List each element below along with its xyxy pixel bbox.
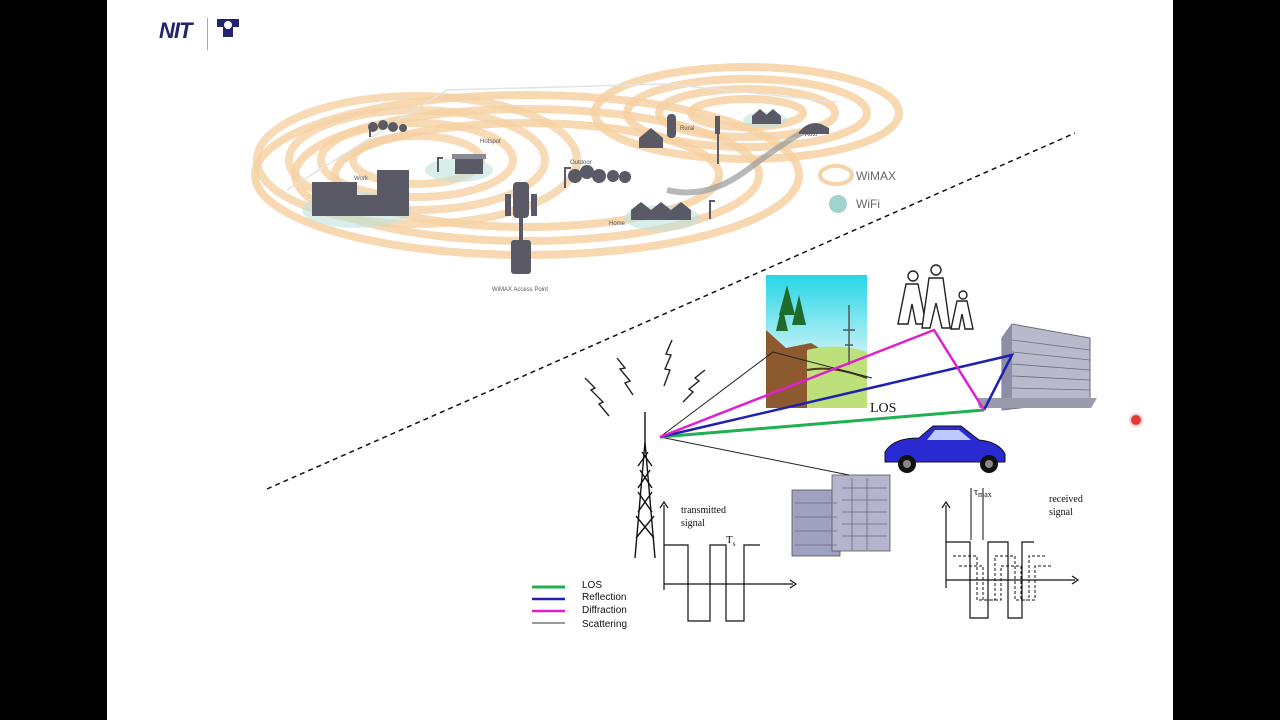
legend-wimax-label: WiMAX — [856, 169, 896, 183]
transmitter-tower-icon — [634, 412, 656, 559]
label-auto: Auto — [805, 132, 818, 138]
transmitted-label-line1: transmitted — [681, 505, 726, 516]
label-home: Home — [609, 221, 626, 227]
label-hotspot: Hotspot — [480, 139, 501, 145]
legend-wimax-swatch — [818, 164, 854, 186]
transmitted-label-line2: signal — [681, 518, 705, 529]
slide: NIT — [107, 0, 1173, 720]
legend-diffraction-label: Diffraction — [582, 605, 627, 616]
received-label-line2: signal — [1049, 507, 1073, 518]
label-outdoor: Outdoor — [570, 160, 592, 166]
legend-wifi-label: WiFi — [856, 197, 880, 211]
wimax-wifi-legend: WiMAX WiFi — [818, 164, 896, 213]
logo-text: NIT — [159, 18, 192, 43]
rural-houses-icon — [752, 109, 781, 124]
office-buildings-icon — [312, 170, 409, 216]
symbol-period-label: Ts — [726, 534, 736, 548]
terrain-line — [286, 83, 838, 191]
laser-pointer-dot — [1131, 415, 1141, 425]
dashed-divider — [266, 132, 1076, 490]
transmitted-signal-plot: transmitted signal Ts — [659, 500, 798, 622]
slide-diagram: Work Hotspot Outdoor Rural Auto Home WiM… — [251, 63, 1097, 630]
scattering-paths — [659, 351, 873, 476]
multipath-propagation: LOS transmitted signal Ts — [532, 264, 1097, 630]
car-icon — [884, 425, 1006, 473]
diffraction-path — [659, 328, 986, 439]
path-legend: LOS Reflection Diffraction Scattering — [532, 580, 627, 630]
label-work: Work — [354, 176, 369, 182]
legend-reflection-label: Reflection — [582, 592, 626, 603]
wimax-base-station-icon — [505, 116, 720, 274]
wimax-coverage-map: Work Hotspot Outdoor Rural Auto Home WiM… — [251, 63, 903, 293]
delay-spread-label: τmax — [974, 487, 992, 499]
office-blocks-icon — [791, 474, 891, 557]
building-icon — [977, 323, 1097, 411]
emblem-icon — [217, 19, 239, 37]
farm-icon — [639, 114, 676, 148]
label-rural: Rural — [680, 126, 694, 132]
forest-scene-icon — [766, 275, 868, 408]
radio-waves-icon — [584, 339, 706, 417]
received-label-line1: received — [1049, 494, 1083, 505]
logo-divider — [207, 18, 208, 50]
legend-scattering-label: Scattering — [582, 619, 627, 630]
received-signal-plot: τmax received signal — [941, 487, 1083, 619]
los-label: LOS — [870, 401, 896, 416]
label-access-point: WiMAX Access Point — [492, 287, 548, 293]
road-curve — [666, 127, 809, 196]
shop-icon — [452, 154, 486, 174]
area-labels: Work Hotspot Outdoor Rural Auto Home WiM… — [354, 126, 818, 293]
reflection-path — [659, 353, 1015, 439]
los-path — [659, 408, 985, 439]
institute-logo: NIT — [159, 14, 249, 54]
trees-icon — [368, 120, 631, 183]
lamp-posts-icon — [369, 124, 715, 219]
legend-los-label: LOS — [582, 580, 602, 591]
houses-icon — [631, 202, 691, 220]
legend-wifi-swatch — [829, 195, 847, 213]
coverage-rings-right — [591, 63, 903, 163]
pedestrians-icon — [897, 264, 974, 330]
auto-car-icon — [799, 123, 829, 134]
